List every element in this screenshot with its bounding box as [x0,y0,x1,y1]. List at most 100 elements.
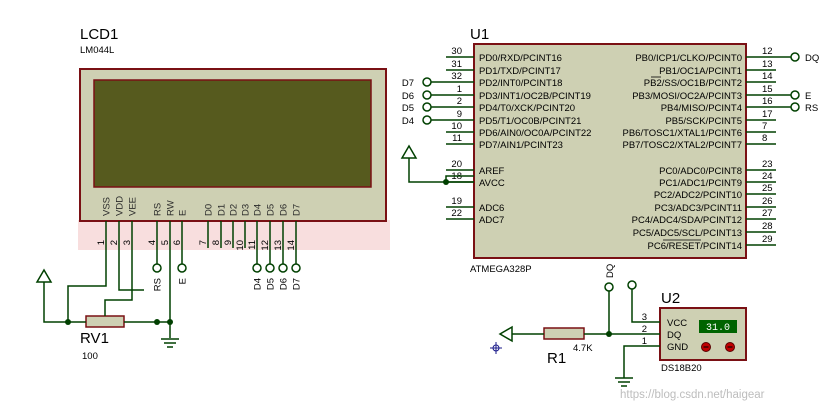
u1-left-pin-name: ADC6 [479,203,504,214]
u1-left-pin-number: 32 [451,71,462,82]
u2-pin-name: VCC [667,318,687,329]
u1-right-pin-name: PB1/OC1A/PCINT1 [659,66,742,77]
lcd1-pin-number: 10 [235,240,246,251]
lcd1-terminal [278,263,288,273]
u1-left-terminal-label: D4 [402,116,414,127]
lcd1-pin-name: VEE [128,197,139,216]
wire-vdd-dummy [118,248,144,291]
u1-right-terminal [790,52,800,62]
u1-right-pin-number: 17 [762,109,773,120]
u1-left-pin-number: 1 [457,84,462,95]
u1-left-pin-name: AVCC [479,178,505,189]
u1-left-pin-number: 20 [451,159,462,170]
u1-right-pin-name: PB2/SS/OC1B/PCINT2 [644,78,742,89]
wire-rv1-power [43,282,68,323]
u1-left-pin-name: PD5/T1/OC0B/PCINT21 [479,116,581,127]
lcd1-pin-number: 6 [172,240,183,245]
lcd1-pin-number: 13 [273,240,284,251]
lcd1-pin-number: 8 [211,240,222,245]
u1-right-pin-number: 14 [762,71,773,82]
u1-left-terminal-label: D6 [402,91,414,102]
rv1-potentiometer: RV1 100 [80,315,125,362]
u1-right-pin-number: 23 [762,159,773,170]
u1-left-pin-number: 22 [451,208,462,219]
u1-right-pin-number: 15 [762,84,773,95]
u1-left-pin-number: 30 [451,46,462,57]
u2-pin-number: 2 [642,324,647,335]
lcd1-model: LM044L [80,45,114,56]
lcd1-pin-number: 5 [160,240,171,245]
u1-left-terminal [422,102,432,112]
u1-right-pin-name: PC0/ADC0/PCINT8 [659,166,742,177]
u1-right-pin-name: PB6/TOSC1/XTAL1/PCINT6 [623,128,743,139]
lcd1-pin-name: VSS [102,197,113,216]
lcd1-terminal [177,263,187,273]
r1-value: 4.7K [573,343,593,354]
u1-right-terminal-label: RS [805,103,818,114]
junctions [65,179,612,337]
u2-model: DS18B20 [661,363,702,374]
wire-vee-wiper [104,248,133,316]
lcd1-terminal-label: D4 [253,278,264,290]
u1-body [473,43,747,259]
u1-mcu: U1 ATMEGA328P 30PD0/RXD/PCINT1631PD1/TXD… [446,26,776,275]
u2-vcc-terminal [627,280,637,290]
crosshair-icon [490,342,502,354]
rv1-body [85,315,125,328]
u1-left-pin-name: AREF [479,166,505,177]
u1-right-pin-number: 26 [762,196,773,207]
u1-right-pin-number: 12 [762,46,773,57]
u1-right-pin-name: PB5/SCK/PCINT5 [665,116,742,127]
u2-pin-number: 1 [642,336,647,347]
u2-display [699,320,737,333]
u1-right-pin-name: PB3/MOSI/OC2A/PCINT3 [632,91,742,102]
lcd1-pin-name: RS [153,203,164,216]
u1-left-pin-number: 19 [451,196,462,207]
lcd1-terminal [252,263,262,273]
rv1-designator: RV1 [80,330,109,347]
lcd1-pin-area [78,220,390,250]
lcd1-pin-name: D5 [266,204,277,216]
lcd1-pin-name: D2 [229,204,240,216]
lcd1-terminal-label: E [178,278,189,284]
u2-designator: U2 [661,290,680,307]
lcd1-pin-number: 14 [286,240,297,251]
r1-body [543,327,585,340]
u1-right-pin-name: PC3/ADC3/PCINT11 [655,203,742,214]
power-symbols [35,144,633,387]
ground-symbol [615,377,633,387]
lcd1-pin-name: D1 [217,204,228,216]
u1-left-pin-name: ADC7 [479,215,504,226]
u1-left-pin-number: 10 [451,121,462,132]
lcd1-screen [93,79,372,188]
u1-left-terminal [422,77,432,87]
wires [43,158,660,378]
rv1-value: 100 [82,351,98,362]
junction [167,319,173,325]
lcd1-pin-name: VDD [115,196,126,216]
lcd1-pin-name: E [178,210,189,216]
lcd1-pin-name: D4 [253,204,264,216]
u1-left-pin-number: 11 [452,133,462,144]
lcd1: LCD1 LM044L VSS1VDD2VEE3RS4RW5E6D07D18D2… [78,26,390,291]
u1-right-terminal [790,90,800,100]
lcd1-terminal [265,263,275,273]
u1-right-pin-number: 28 [762,221,773,232]
u1-left-pin-number: 31 [451,59,462,70]
u1-right-pin-number: 27 [762,208,773,219]
u2-display-value: 31.0 [706,323,730,334]
lcd1-pin-number: 1 [96,240,107,245]
u2-pin-name: GND [667,342,688,353]
u1-right-pin-number: 13 [762,59,773,70]
watermark-text: https://blog.csdn.net/haigear [620,389,765,401]
u1-right-pin-name: PB4/MISO/PCINT4 [661,103,742,114]
u1-left-pin-number: 9 [457,109,462,120]
u1-right-pin-name: PC4/ADC4/SDA/PCINT12 [632,215,742,226]
u1-left-pin-name: PD1/TXD/PCINT17 [479,66,561,77]
u1-left-pin-name: PD7/AIN1/PCINT23 [479,140,563,151]
lcd1-pins: VSS1VDD2VEE3RS4RW5E6D07D18D29D310D411D51… [96,196,303,291]
u1-left-terminal-label: D7 [402,78,414,89]
